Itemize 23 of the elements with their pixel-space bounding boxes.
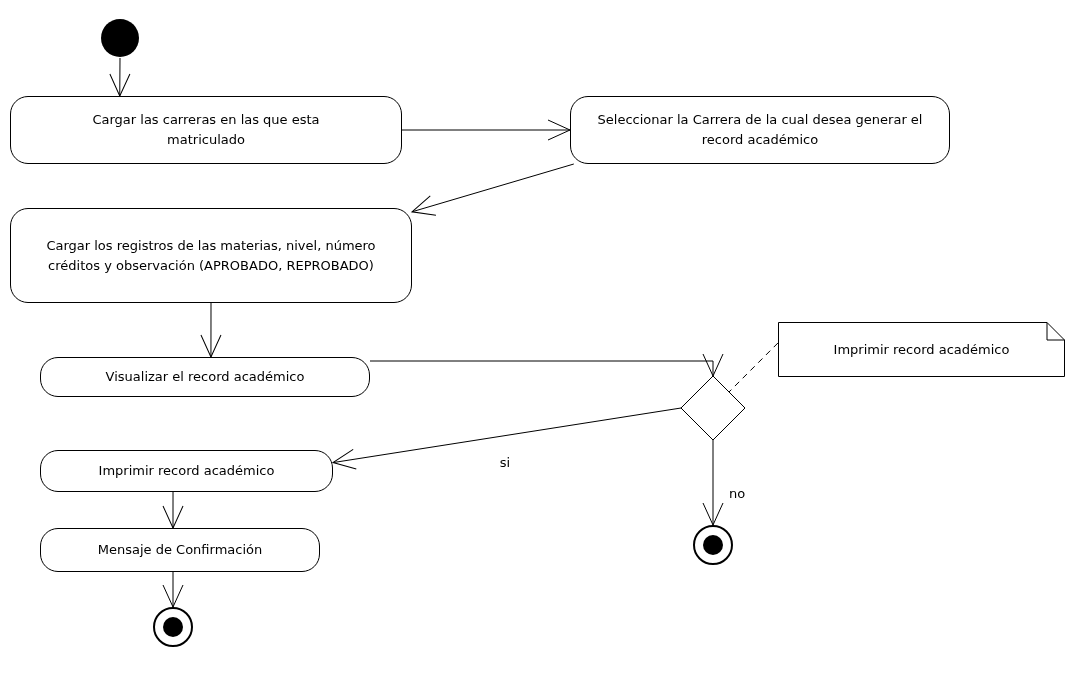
arrow	[401, 119, 571, 141]
action-box	[570, 96, 950, 164]
action-text: Imprimir record académico	[98, 462, 275, 480]
action-text: Cargar los registros de las materias, nivel, número créditos y observación (APROBADO, REPROBADO)	[45, 236, 377, 275]
arrow	[702, 439, 724, 526]
arrow	[162, 491, 184, 529]
note-text: Imprimir record académico	[833, 340, 1010, 359]
arrow	[200, 302, 222, 358]
action-text: Visualizar el record académico	[105, 368, 305, 386]
action-box	[10, 96, 402, 164]
action-text: Cargar las carreras en las que esta matriculado	[91, 111, 321, 149]
arrow	[411, 163, 575, 216]
action-text: Mensaje de Confirmación	[97, 541, 263, 559]
action-box	[10, 208, 412, 303]
arrow	[109, 57, 131, 97]
action-box	[40, 528, 320, 572]
arrow	[369, 353, 724, 377]
arrow	[162, 571, 184, 608]
action-box	[40, 357, 370, 397]
action-text: Seleccionar la Carrera de la cual desea generar el record académico	[596, 111, 924, 149]
arrow	[332, 407, 682, 470]
dashed-connector	[728, 342, 779, 393]
action-box	[40, 450, 333, 492]
